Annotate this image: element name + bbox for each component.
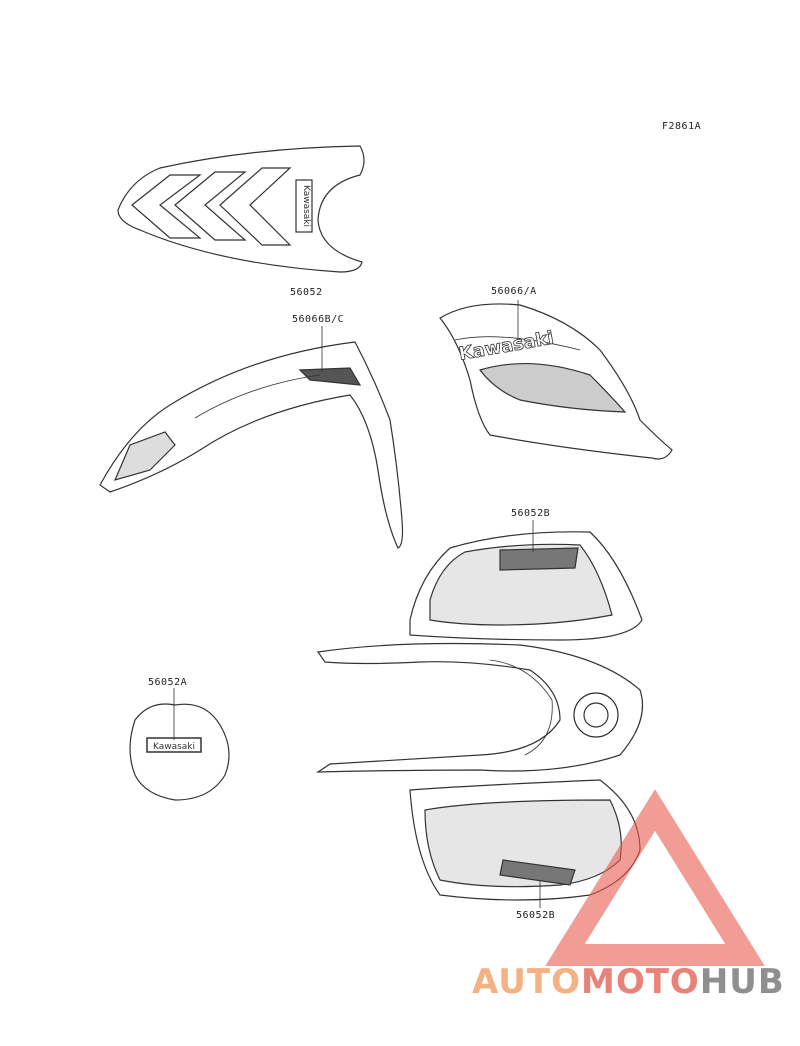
leader-lines bbox=[173, 300, 541, 908]
rear-fender bbox=[315, 531, 644, 901]
engine-cover bbox=[129, 703, 230, 801]
callout-56052b-bottom: 56052B bbox=[516, 910, 556, 921]
figure-code: F2861A bbox=[662, 121, 702, 132]
front-fender-top-view bbox=[117, 145, 365, 273]
watermark-hub: HUB bbox=[699, 962, 785, 1002]
side-cover-decal-text: Kawasaki bbox=[457, 328, 555, 365]
watermark-moto: MOTO bbox=[580, 962, 700, 1002]
callout-56052: 56052 bbox=[290, 287, 323, 298]
callout-56052a: 56052A bbox=[148, 677, 188, 688]
side-cover bbox=[439, 303, 673, 460]
watermark-logo-icon bbox=[545, 789, 765, 966]
front-fender-side-view bbox=[99, 341, 404, 549]
watermark-text: AUTOMOTOHUB bbox=[472, 962, 785, 1002]
callout-56066bc: 56066B/C bbox=[292, 314, 345, 325]
watermark-auto: AUTO bbox=[472, 962, 581, 1002]
callout-56066a: 56066/A bbox=[491, 286, 537, 297]
callout-56052b-top: 56052B bbox=[511, 508, 551, 519]
engine-cover-decal-text: Kawasaki bbox=[153, 742, 195, 752]
front-fender-decal-text: Kawasaki bbox=[301, 185, 311, 227]
